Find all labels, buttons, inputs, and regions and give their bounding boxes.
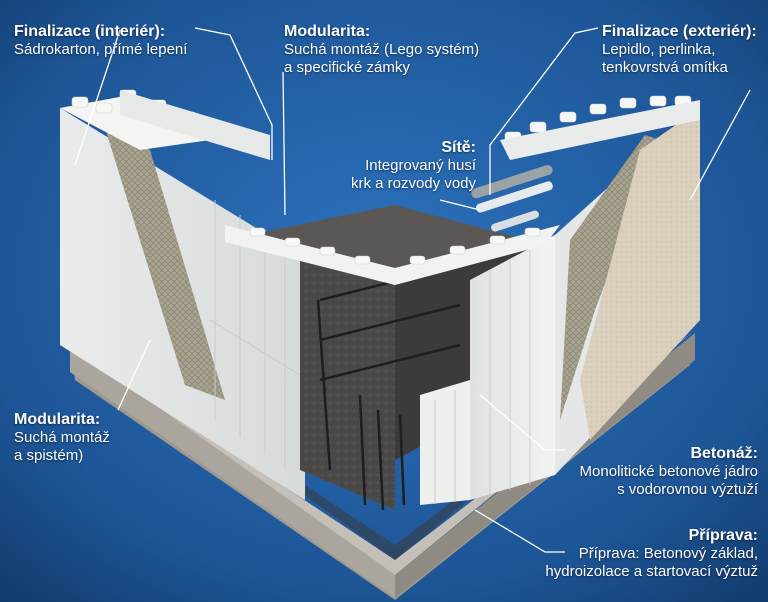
label-modularity-top: Modularita: Suchá montáž (Lego systém) a… bbox=[284, 22, 479, 77]
top-block-row bbox=[225, 225, 560, 285]
label-preparation: Příprava: Příprava: Betonový základ, hyd… bbox=[545, 526, 758, 581]
label-exterior-finish-line2: tenkovrstvá omítka bbox=[602, 59, 728, 76]
label-utilities-line2: krk a rozvody vody bbox=[350, 175, 476, 192]
label-modularity-top-title: Modularita: bbox=[284, 23, 371, 40]
label-preparation-line2: hydroizolace a startovací výztuž bbox=[545, 563, 758, 580]
leader-lines bbox=[74, 27, 751, 553]
label-interior-finish-line1: Sádrokarton, přímé lepení bbox=[14, 41, 188, 58]
label-utilities: Sítě: Integrovaný husí krk a rozvody vod… bbox=[351, 138, 476, 193]
label-concreting-line2: s vodorovnou výztuží bbox=[617, 481, 758, 498]
label-exterior-finish: Finalizace (exteriér): Lepidlo, perlinka… bbox=[602, 22, 757, 77]
label-concreting-line1: Monolitické betonové jádro bbox=[579, 463, 758, 480]
label-modularity-left: Modularita: Suchá montáž a spistém) bbox=[14, 410, 110, 465]
right-wall bbox=[420, 95, 700, 505]
label-concreting-title: Betonáž: bbox=[690, 445, 758, 462]
label-concreting: Betonáž: Monolitické betonové jádro s vo… bbox=[580, 444, 758, 499]
label-interior-finish: Finalizace (interiér): Sádrokarton, přím… bbox=[14, 22, 187, 59]
label-exterior-finish-title: Finalizace (exteriér): bbox=[602, 23, 757, 40]
label-modularity-left-line1: Suchá montáž bbox=[14, 429, 110, 446]
label-modularity-left-title: Modularita: bbox=[14, 411, 101, 428]
label-interior-finish-title: Finalizace (interiér): bbox=[14, 23, 166, 40]
label-preparation-title: Příprava: bbox=[688, 527, 758, 544]
utility-pipes bbox=[471, 165, 553, 232]
label-modularity-top-line2: a specifické zámky bbox=[284, 59, 410, 76]
label-exterior-finish-line1: Lepidlo, perlinka, bbox=[602, 41, 716, 58]
label-utilities-line1: Integrovaný husí bbox=[365, 157, 476, 174]
label-utilities-title: Sítě: bbox=[441, 139, 476, 156]
label-preparation-line1: Příprava: Betonový základ, bbox=[578, 545, 758, 562]
label-modularity-left-line2: a spistém) bbox=[14, 447, 84, 464]
label-modularity-top-line1: Suchá montáž (Lego systém) bbox=[284, 41, 480, 58]
left-wall bbox=[60, 89, 306, 500]
